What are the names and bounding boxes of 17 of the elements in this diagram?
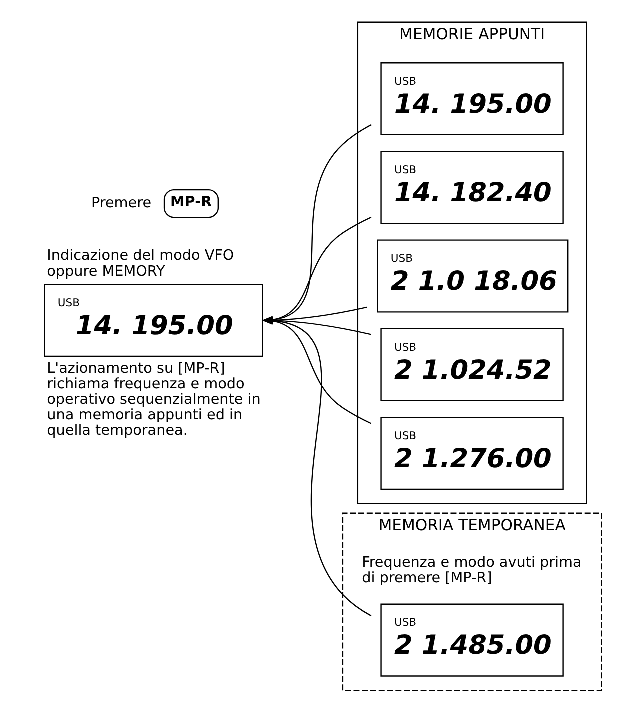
node-box: USB 2 1.024.52	[380, 328, 564, 402]
node-box: USB 14. 195.00	[380, 62, 564, 136]
arrow	[262, 124, 372, 324]
node-label: Premere	[91, 196, 152, 212]
node-label: Indicazione del modo VFO oppure MEMORY	[47, 248, 234, 280]
node-box: USB 14. 195.00	[44, 284, 264, 358]
arrow	[262, 317, 372, 424]
arrow	[262, 216, 372, 324]
node-box: USB 2 1.0 18.06	[377, 240, 569, 313]
node-box: USB 14. 182.40	[380, 151, 564, 224]
node-box: USB 2 1.485.00	[380, 604, 564, 677]
arrow	[262, 306, 368, 324]
node-box: USB 2 1.276.00	[380, 416, 564, 490]
node-label: L'azionamento su [MP-R] richiama frequenza e modo operativo sequenzialmente in una memoria appunti ed in quella temporanea.	[47, 360, 261, 440]
node-box: MP-R	[164, 189, 219, 218]
arrow	[262, 316, 372, 336]
arrow	[262, 317, 372, 617]
